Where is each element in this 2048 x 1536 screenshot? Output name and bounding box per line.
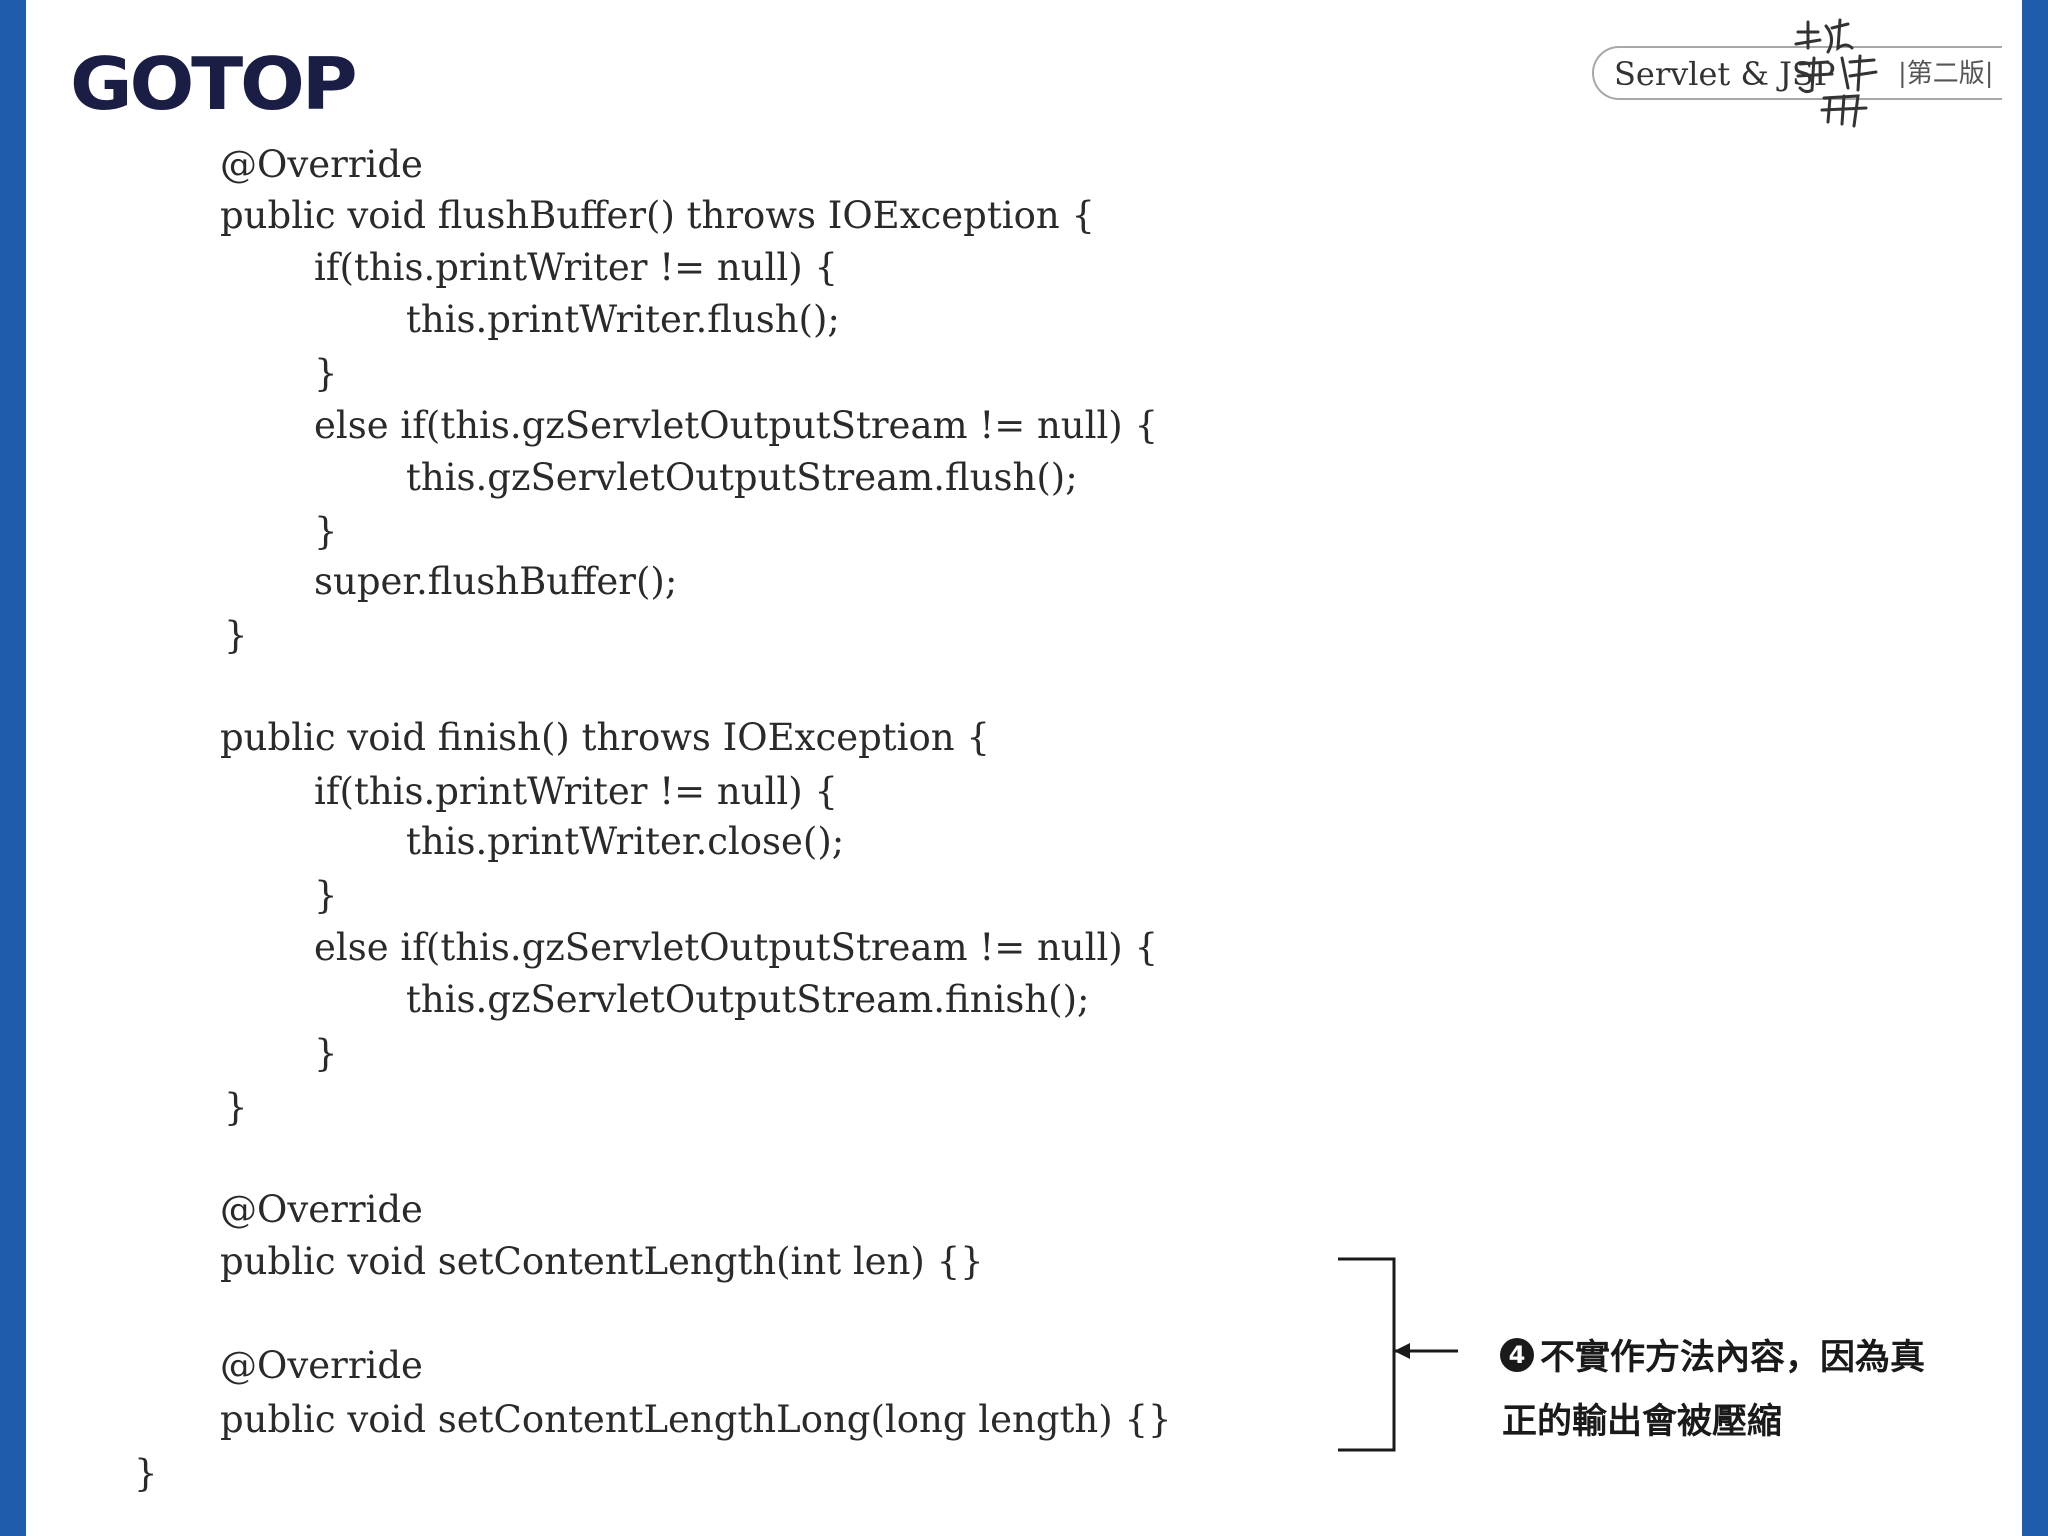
code-line: else if(this.gzServletOutputStream != nu… [314, 404, 1159, 447]
badge-outline [1592, 46, 2002, 100]
code-line: if(this.printWriter != null) { [314, 770, 838, 813]
code-line: public void flushBuffer() throws IOExcep… [220, 194, 1095, 237]
brand-logo: GOTOP [70, 42, 358, 126]
code-line: } [314, 510, 338, 553]
left-border-stripe [0, 0, 26, 1536]
code-line: } [224, 1086, 248, 1129]
code-line: this.printWriter.flush(); [406, 298, 840, 341]
code-line: } [134, 1452, 158, 1495]
code-line: @Override [220, 1344, 423, 1387]
callout-text-1: 不實作方法內容，因為真 [1540, 1338, 1926, 1378]
code-line: public void setContentLength(int len) {} [220, 1240, 984, 1283]
code-line: } [224, 614, 248, 657]
code-line: super.flushBuffer(); [314, 560, 678, 603]
arrow-head-icon [1394, 1343, 1410, 1359]
code-line: } [314, 874, 338, 917]
book-title: Servlet & JSP [1614, 55, 1836, 93]
code-line: this.gzServletOutputStream.finish(); [406, 978, 1090, 1021]
code-line: public void setContentLengthLong(long le… [220, 1398, 1172, 1441]
code-line: this.gzServletOutputStream.flush(); [406, 456, 1078, 499]
code-line: public void finish() throws IOException … [220, 716, 990, 759]
edition-label: |第二版| [1898, 59, 1994, 89]
code-line: } [314, 352, 338, 395]
code-line: if(this.printWriter != null) { [314, 246, 838, 289]
book-subtitle-calligraphy [1794, 18, 1878, 128]
code-line: @Override [220, 143, 423, 186]
callout-text-2: 正的輸出會被壓縮 [1502, 1402, 1783, 1442]
book-title-badge: Servlet & JSP |第二版| [1592, 18, 2020, 128]
code-line: } [314, 1032, 338, 1075]
code-line: this.printWriter.close(); [406, 820, 845, 863]
callout-number-badge: 4 [1500, 1338, 1534, 1372]
code-line: else if(this.gzServletOutputStream != nu… [314, 926, 1159, 969]
code-line: @Override [220, 1188, 423, 1231]
right-border-stripe [2022, 0, 2048, 1536]
annotation-bracket [1338, 1257, 1458, 1452]
